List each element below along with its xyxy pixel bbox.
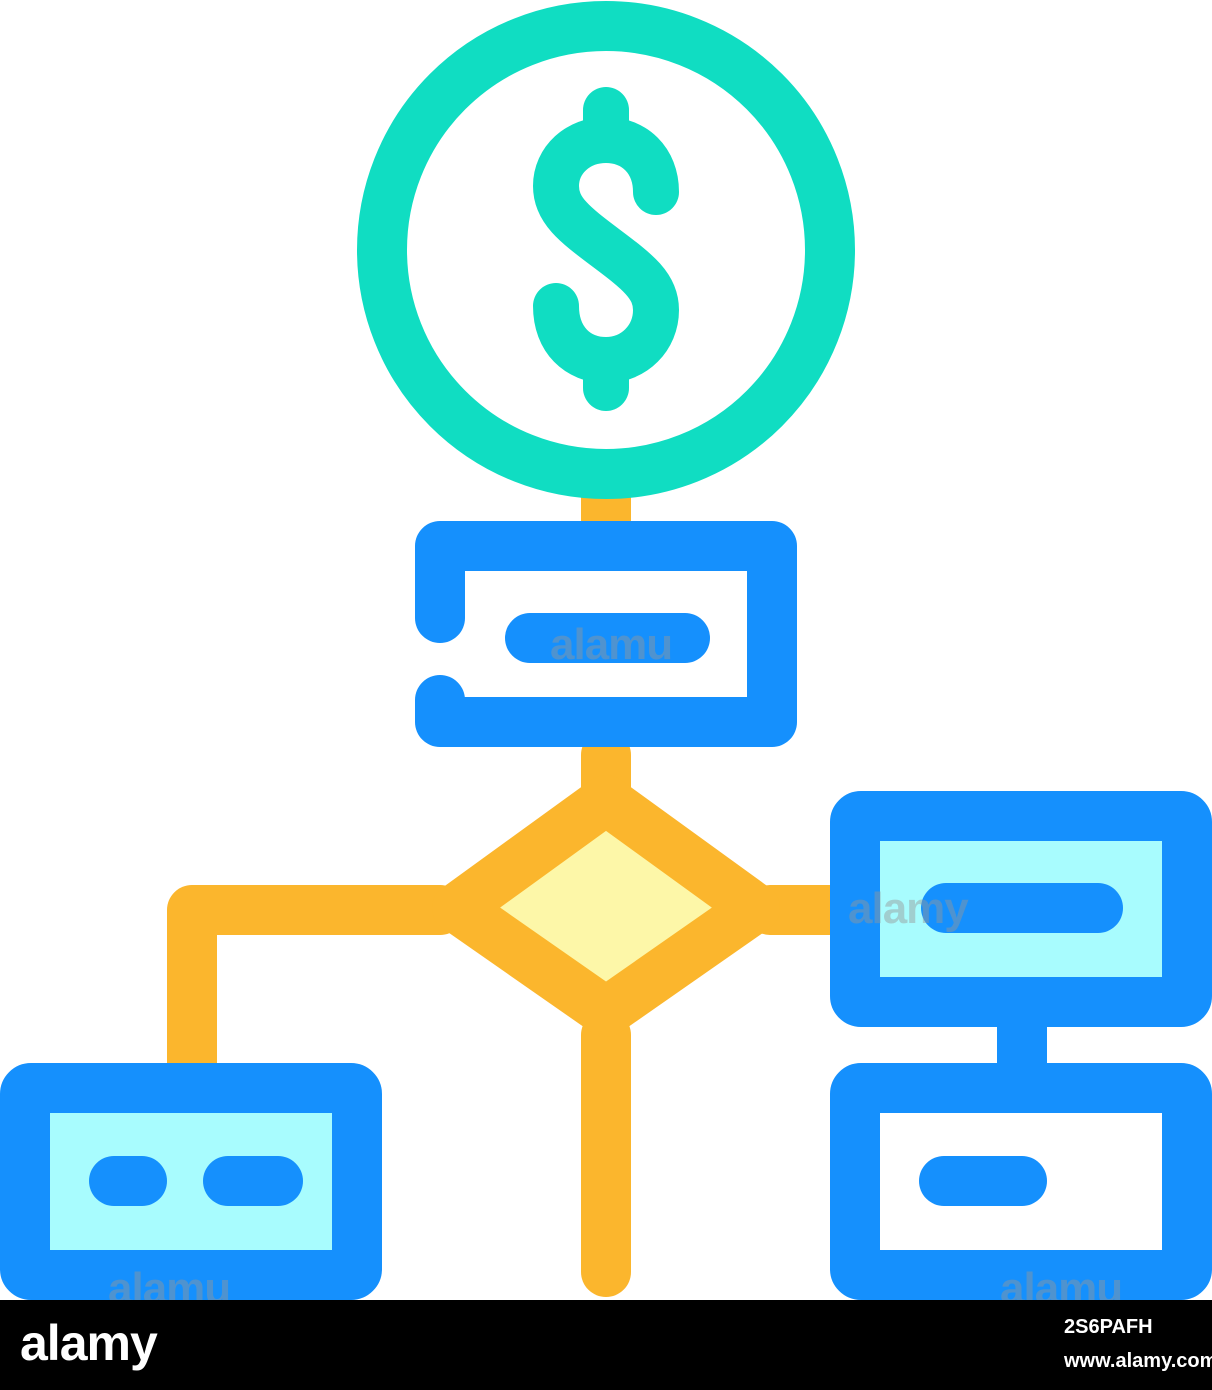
site-url[interactable]: www.alamy.com: [1064, 1350, 1212, 1372]
top-process-box: [415, 521, 797, 747]
left-bottom-box: [0, 1063, 382, 1300]
watermark-right: alamy: [848, 884, 969, 933]
flowchart-finance-icon: [0, 1, 1212, 1300]
stock-footer-bar: alamy 2S6PAFH www.alamy.com: [0, 1300, 1212, 1390]
image-id: 2S6PAFH: [1064, 1316, 1153, 1338]
dollar-coin-icon: [357, 1, 855, 499]
watermark-top: alamu: [550, 620, 673, 669]
top-box-outline: [415, 521, 797, 747]
connector-lines: [167, 473, 857, 1297]
dollar-sign-icon: [533, 87, 679, 411]
brand-logo: alamy: [20, 1315, 158, 1371]
decision-diamond-icon: [432, 775, 780, 1037]
right-bottom-box: [830, 1063, 1212, 1300]
connector-to-left-box: [167, 885, 465, 1090]
